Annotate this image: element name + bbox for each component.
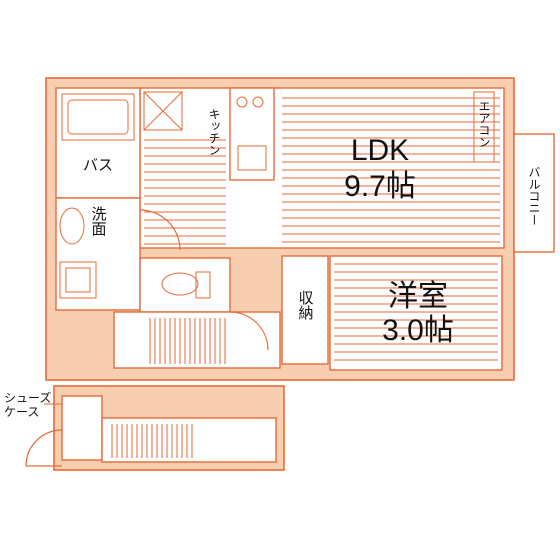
- balcony: [513, 133, 555, 253]
- refrigerator-cross-2: [143, 91, 183, 131]
- washroom-label: 洗面: [90, 206, 107, 236]
- ldk-label: LDK: [351, 134, 409, 167]
- shoe-case: [61, 395, 103, 461]
- toilet-bowl: [161, 272, 199, 296]
- refrigerator-space: [143, 91, 183, 131]
- upper-stairs-treads: [149, 318, 226, 364]
- kitchen-sink: [237, 145, 267, 171]
- kitchen-label: キッチン: [207, 108, 221, 156]
- stair-door-swing: [229, 311, 269, 351]
- upper-stairs: [113, 311, 281, 369]
- storage-label: 収納: [297, 290, 314, 321]
- wash-basin: [59, 207, 85, 245]
- ldk-floor-lines: [144, 97, 500, 245]
- lower-stairs-treads: [111, 424, 193, 458]
- entrance-door-swing: [25, 429, 63, 467]
- lower-stairs: [101, 417, 277, 463]
- shoe-case-label-line2: ケース: [4, 405, 39, 419]
- aircon-label: エアコン: [477, 100, 491, 148]
- bathtub-inner: [67, 99, 129, 135]
- washing-machine-inner: [65, 267, 91, 293]
- shoe-case-label-line1: シューズ: [4, 390, 51, 405]
- toilet-room: [139, 257, 231, 313]
- toilet-tank: [195, 271, 211, 299]
- stove-burner-2: [252, 96, 264, 108]
- ldk-size-label: 9.7帖: [344, 170, 416, 203]
- bath-label: バス: [83, 157, 113, 174]
- bath-room: [55, 87, 141, 199]
- stove-burner-1: [236, 96, 248, 108]
- western-room: [329, 255, 503, 371]
- wash-room: [55, 197, 141, 311]
- storage-closet: [281, 255, 329, 365]
- aircon-unit: [473, 91, 495, 163]
- washing-machine-pan: [59, 261, 97, 299]
- western-floor-lines: [334, 263, 498, 361]
- ldk-door-swing: [139, 209, 181, 251]
- balcony-label: バルコニー: [527, 166, 541, 226]
- western-size-label: 3.0帖: [382, 314, 454, 347]
- bathtub: [61, 93, 135, 141]
- ldk-room: [139, 87, 505, 249]
- western-room-label: 洋室: [388, 280, 448, 313]
